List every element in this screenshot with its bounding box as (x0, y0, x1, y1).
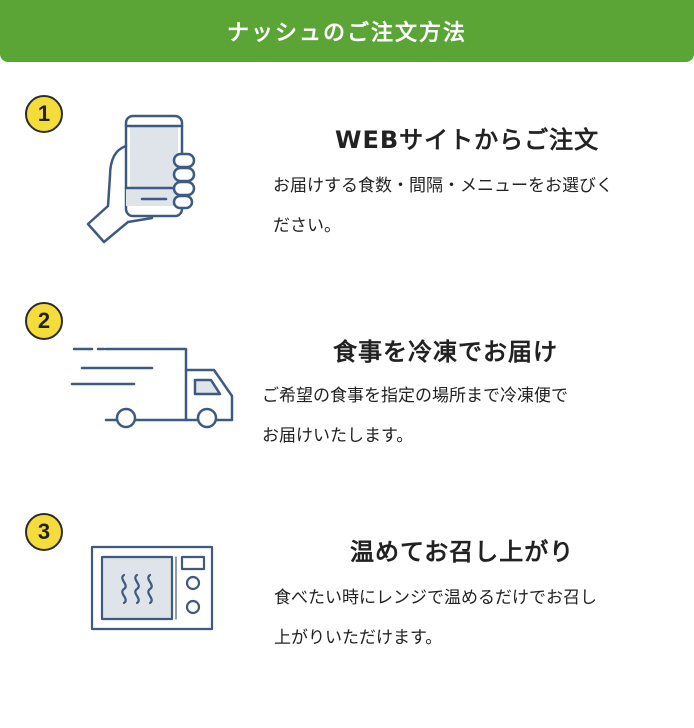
step-description-line: ださい。 (273, 216, 341, 236)
step-title: 温めてお召し上がり (350, 538, 575, 566)
header-banner: ナッシュのご注文方法 (0, 0, 694, 62)
step-description: ご希望の食事を指定の場所まで冷凍便で お届けいたします。 (262, 376, 568, 456)
step-description-line: お届けする食数・間隔・メニューをお選びく (273, 176, 613, 196)
step-description-line: 食べたい時にレンジで温めるだけでお召し (274, 588, 597, 608)
step-number-badge: 2 (25, 302, 63, 340)
step-number-badge: 1 (25, 95, 63, 133)
delivery-truck-icon (70, 347, 234, 429)
step-title: WEBサイトからご注文 (335, 126, 600, 154)
step-description-line: お届けいたします。 (262, 426, 414, 446)
microwave-icon (90, 545, 214, 631)
step-description: 食べたい時にレンジで温めるだけでお召し 上がりいただけます。 (274, 578, 597, 658)
step-title: 食事を冷凍でお届け (333, 338, 558, 366)
smartphone-hand-icon (86, 114, 196, 244)
page-title: ナッシュのご注文方法 (226, 21, 467, 46)
step-description-line: 上がりいただけます。 (274, 628, 443, 648)
step-number-badge: 3 (25, 513, 63, 551)
step-description-line: ご希望の食事を指定の場所まで冷凍便で (262, 386, 568, 406)
step-description: お届けする食数・間隔・メニューをお選びく ださい。 (273, 166, 613, 246)
